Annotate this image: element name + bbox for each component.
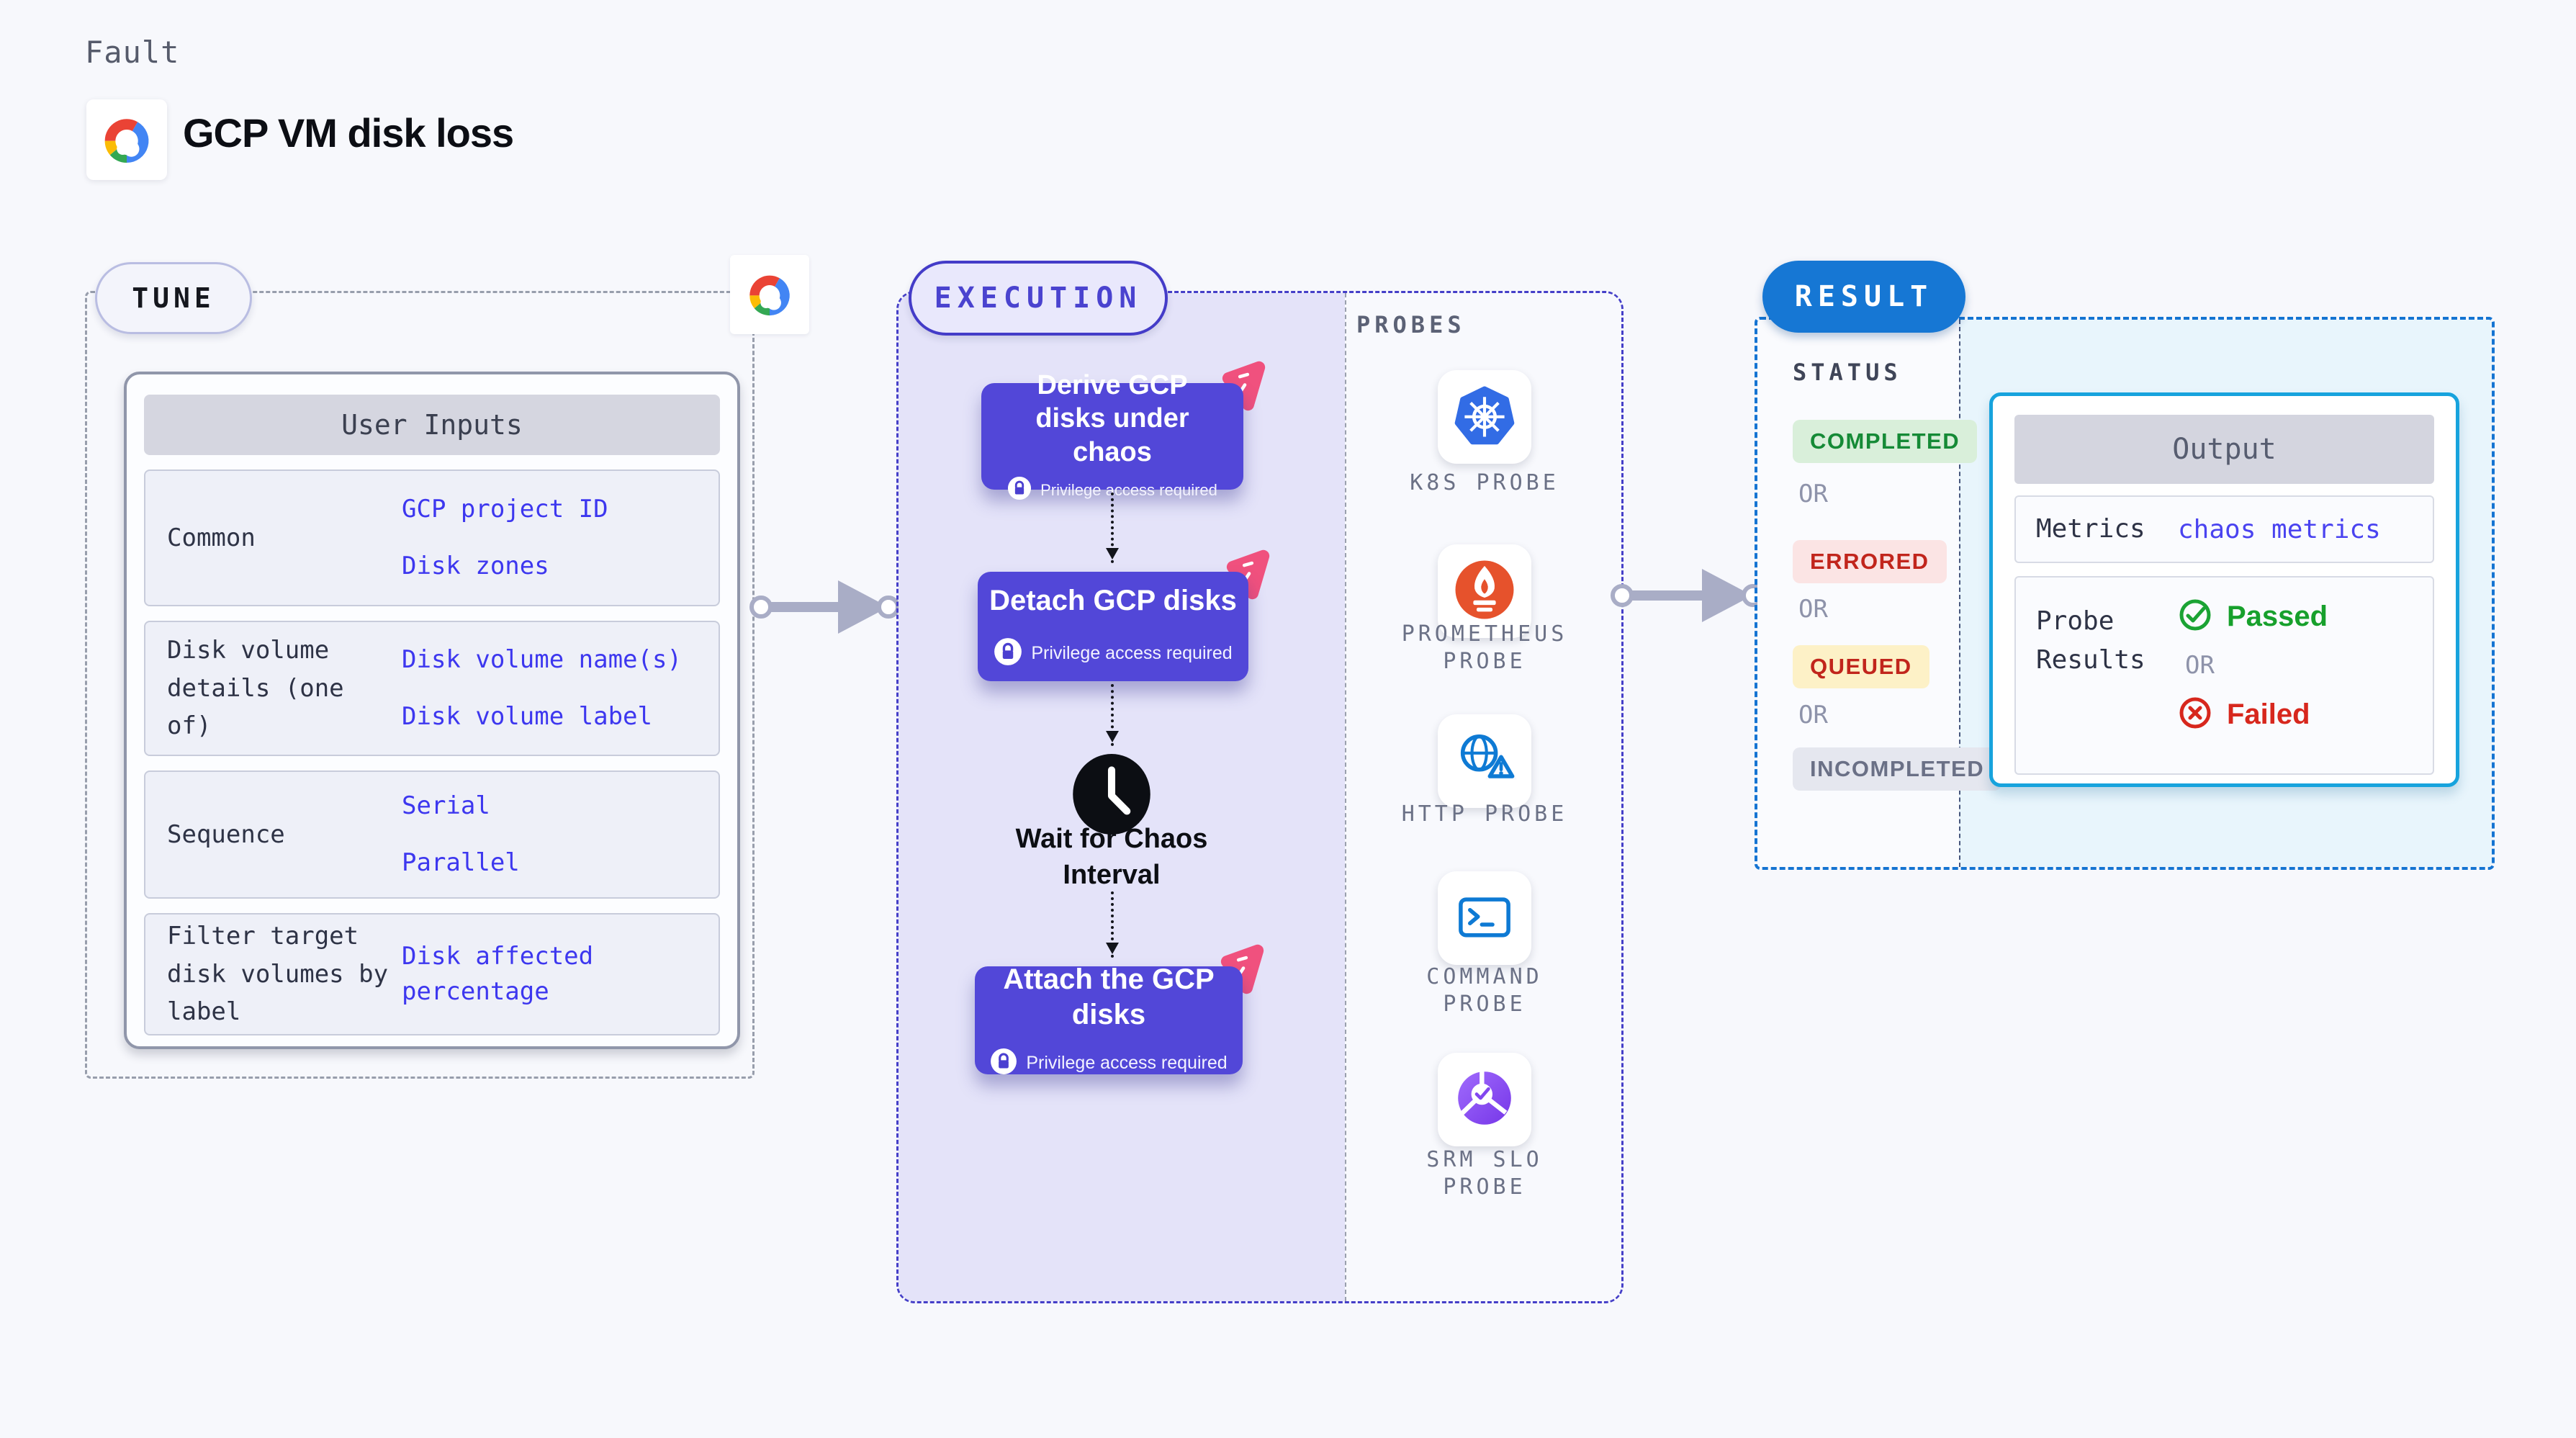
privilege-note: Privilege access required [1007, 476, 1217, 504]
failed-line: Failed [2178, 696, 2328, 733]
probe-label: COMMAND PROBE [1426, 964, 1543, 1017]
kubernetes-icon [1451, 382, 1518, 451]
execution-badge: EXECUTION [909, 261, 1168, 336]
result-divider [1959, 320, 1960, 867]
page-title: GCP VM disk loss [183, 110, 514, 156]
terminal-icon [1451, 884, 1518, 953]
x-circle-icon [2178, 696, 2212, 733]
output-card: Output Metrics chaos metrics Probe Resul… [1989, 392, 2459, 787]
probe-card [1438, 1053, 1531, 1146]
gcp-cloud-logo-icon [739, 269, 800, 320]
gcp-cloud-logo-icon [94, 111, 160, 168]
lock-icon [990, 1048, 1017, 1079]
row-value: GCP project ID [402, 494, 608, 523]
or-separator: OR [1798, 701, 1828, 729]
flow-connector-down [1106, 493, 1119, 563]
flow-connector-down [1106, 684, 1119, 746]
row-label: Disk volume details (one of) [167, 635, 344, 741]
flow-connector-down [1106, 891, 1119, 958]
step-derive-gcp-disks: Derive GCP disks under chaos Privilege a… [981, 370, 1243, 500]
row-label: Sequence [167, 819, 285, 849]
tune-gcp-corner-card [730, 255, 809, 334]
status-badge-errored: ERRORED [1793, 540, 1947, 583]
step-detach-gcp-disks: Detach GCP disks Privilege access requir… [978, 572, 1248, 681]
tune-badge: TUNE [95, 262, 252, 334]
or-separator: OR [1798, 480, 1828, 508]
passed-label: Passed [2227, 600, 2328, 632]
metrics-label: Metrics [2036, 514, 2145, 544]
privilege-note: Privilege access required [990, 1048, 1228, 1079]
check-circle-icon [2178, 598, 2212, 635]
status-badge-completed: COMPLETED [1793, 420, 1978, 463]
arrow-right-connector [747, 576, 900, 641]
row-value: Disk volume label [402, 702, 652, 731]
privilege-note-text: Privilege access required [1026, 1053, 1228, 1074]
step-title: Detach GCP disks [989, 585, 1237, 617]
gcp-logo-card [86, 99, 167, 180]
wait-chaos-interval-label: Wait for Chaos Interval [1015, 824, 1208, 891]
probe-label: HTTP PROBE [1401, 801, 1568, 827]
passed-line: Passed [2178, 598, 2328, 635]
step-title: Attach the GCP disks [1003, 963, 1215, 1030]
probe-label: PROMETHEUS PROBE [1401, 621, 1568, 674]
output-header: Output [2014, 415, 2434, 484]
privilege-note-text: Privilege access required [1040, 480, 1217, 499]
or-separator: OR [2185, 651, 2215, 680]
probe-results-label: Probe Results [2036, 606, 2145, 675]
row-value: Disk volume name(s) [402, 644, 682, 674]
privilege-note: Privilege access required [994, 637, 1233, 670]
prometheus-icon [1451, 557, 1518, 626]
table-row: Common GCP project ID Disk zones [144, 469, 720, 606]
fault-kicker: Fault [85, 35, 180, 70]
probe-label: K8S PROBE [1410, 470, 1559, 495]
step-title: Derive GCP disks under chaos [1035, 369, 1189, 467]
probe-card [1438, 544, 1531, 638]
step-attach-gcp-disks: Attach the GCP disks Privilege access re… [975, 963, 1243, 1075]
clock-icon [1071, 752, 1152, 840]
status-badge-incompleted: INCOMPLETED [1793, 747, 2002, 791]
table-row: Filter target disk volumes by label Disk… [144, 913, 720, 1035]
arrow-right-connector [1610, 565, 1765, 629]
user-inputs-header: User Inputs [144, 395, 720, 455]
row-value: Serial [402, 791, 490, 820]
probes-header: PROBES [1356, 311, 1466, 338]
metrics-value: chaos metrics [2178, 514, 2381, 544]
row-value: Disk zones [402, 552, 549, 580]
user-inputs-table: User Inputs Common GCP project ID Disk z… [124, 372, 740, 1049]
table-row: Sequence Serial Parallel [144, 770, 720, 899]
probe-card [1438, 871, 1531, 965]
slo-gauge-icon [1451, 1065, 1518, 1134]
tune-panel [85, 291, 755, 1079]
probe-results-row: Probe Results Passed OR [2014, 576, 2434, 775]
failed-label: Failed [2227, 698, 2310, 730]
status-badge-queued: QUEUED [1793, 645, 1929, 688]
result-badge: RESULT [1762, 261, 1965, 333]
privilege-note-text: Privilege access required [1031, 642, 1233, 663]
probe-card [1438, 370, 1531, 464]
probe-label: SRM SLO PROBE [1426, 1147, 1543, 1200]
row-value: Disk affected percentage [402, 941, 594, 1006]
probe-card [1438, 714, 1531, 808]
row-label: Filter target disk volumes by label [167, 921, 389, 1027]
lock-icon [1007, 476, 1032, 504]
or-separator: OR [1798, 595, 1828, 624]
execution-probes-divider [1345, 293, 1346, 1301]
row-label: Common [167, 523, 256, 552]
table-row: Disk volume details (one of) Disk volume… [144, 621, 720, 756]
lock-icon [994, 637, 1022, 670]
http-globe-icon [1451, 727, 1518, 796]
row-value: Parallel [402, 848, 520, 877]
metrics-row: Metrics chaos metrics [2014, 495, 2434, 563]
status-header: STATUS [1793, 359, 1902, 386]
